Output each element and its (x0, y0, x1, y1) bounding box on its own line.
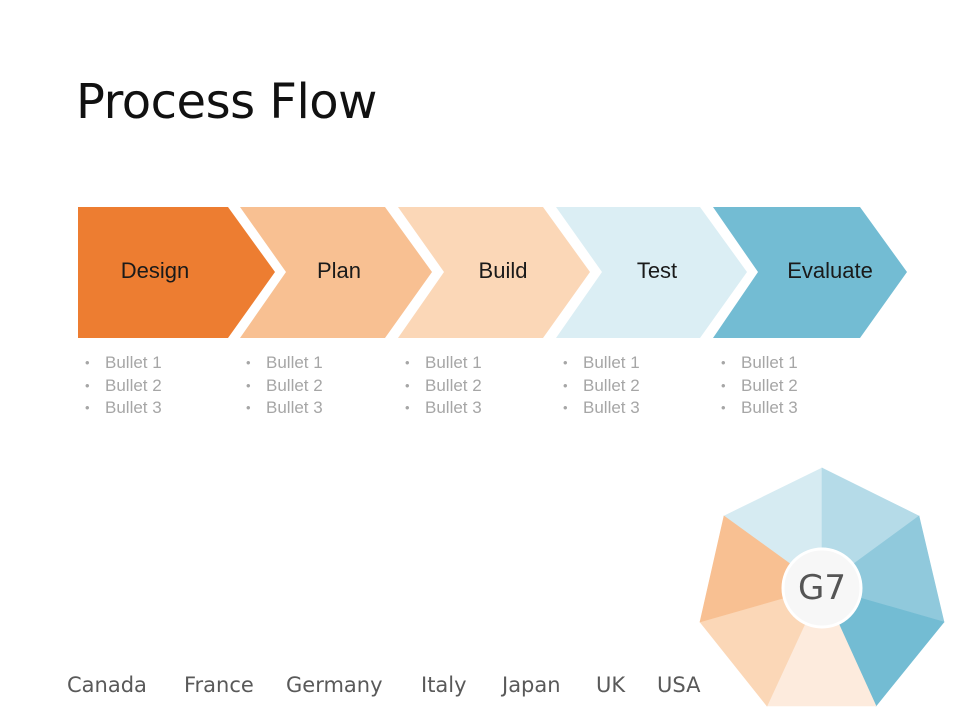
bullet-item: Bullet 1 (721, 352, 798, 375)
bullet-item: Bullet 3 (721, 397, 798, 420)
step-build-arrow (398, 207, 590, 338)
country-label: Italy (421, 673, 467, 697)
step-design-bullets: Bullet 1 Bullet 2 Bullet 3 (85, 352, 162, 420)
g7-label: G7 (798, 568, 846, 608)
bullet-item: Bullet 3 (85, 397, 162, 420)
bullet-item: Bullet 3 (246, 397, 323, 420)
step-plan-bullets: Bullet 1 Bullet 2 Bullet 3 (246, 352, 323, 420)
bullet-item: Bullet 1 (563, 352, 640, 375)
bullet-item: Bullet 2 (85, 375, 162, 398)
step-test-bullets: Bullet 1 Bullet 2 Bullet 3 (563, 352, 640, 420)
step-build-label: Build (478, 258, 528, 283)
bullet-item: Bullet 2 (246, 375, 323, 398)
step-design-label: Design (120, 258, 190, 283)
bullet-item: Bullet 1 (246, 352, 323, 375)
step-plan-arrow (240, 207, 432, 338)
bullet-item: Bullet 3 (563, 397, 640, 420)
step-evaluate-bullets: Bullet 1 Bullet 2 Bullet 3 (721, 352, 798, 420)
g7-heptagon (699, 467, 945, 707)
bullet-item: Bullet 3 (405, 397, 482, 420)
bullet-item: Bullet 2 (563, 375, 640, 398)
step-test-label: Test (636, 258, 678, 283)
country-label: UK (596, 673, 626, 697)
step-build-bullets: Bullet 1 Bullet 2 Bullet 3 (405, 352, 482, 420)
slide-title: Process Flow (76, 74, 377, 130)
country-label: France (184, 673, 254, 697)
bullet-item: Bullet 2 (405, 375, 482, 398)
country-label: Germany (286, 673, 383, 697)
step-test-arrow (556, 207, 747, 338)
step-design-arrow (78, 207, 275, 338)
g7-center-circle (781, 547, 863, 629)
step-evaluate-arrow (713, 207, 907, 338)
country-label: Canada (67, 673, 147, 697)
bullet-item: Bullet 1 (405, 352, 482, 375)
country-label: Japan (502, 673, 561, 697)
country-list: Canada France Germany Italy Japan UK USA (67, 673, 700, 697)
bullet-item: Bullet 2 (721, 375, 798, 398)
step-evaluate-label: Evaluate (787, 258, 873, 283)
country-label: USA (657, 673, 701, 697)
bullet-item: Bullet 1 (85, 352, 162, 375)
step-plan-label: Plan (316, 258, 362, 283)
